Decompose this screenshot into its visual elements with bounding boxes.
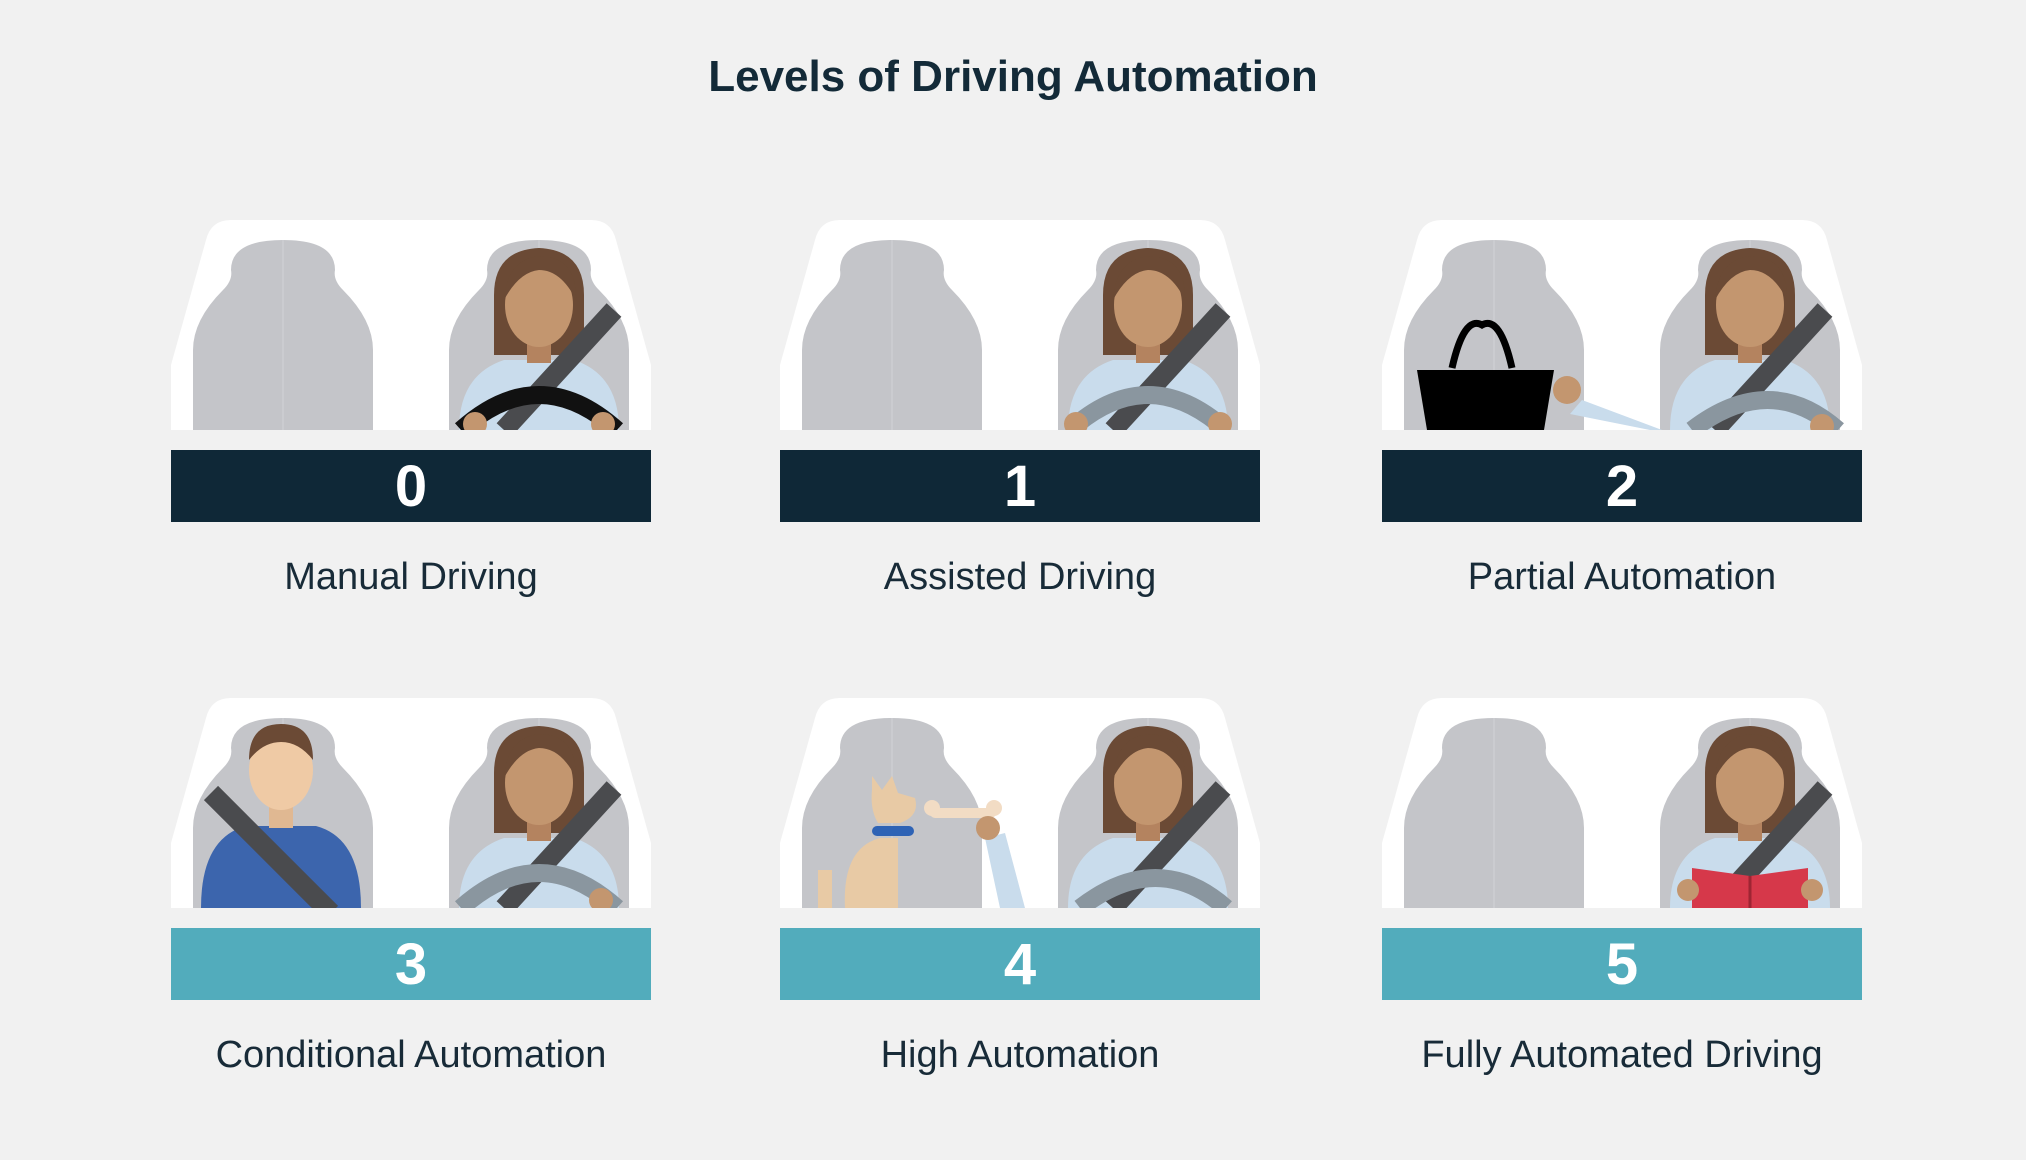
steering-wheel-icon [454,386,624,430]
level-3-panel: 3 Conditional Automation [171,698,651,1077]
level-2-number: 2 [1382,450,1862,522]
level-0-panel: 0 Manual Driving [171,220,651,599]
steering-wheel-icon [454,864,624,908]
man-passenger-icon [201,724,361,908]
level-0-number: 0 [171,450,651,522]
level-5-illustration [1382,698,1862,908]
level-0-label: Manual Driving [284,556,538,598]
level-2-panel: 2 Partial Automation [1382,220,1862,599]
level-4-illustration [780,698,1260,908]
level-1-illustration [780,220,1260,430]
bone-icon [924,800,1002,818]
feeding-arm-icon [976,816,1025,908]
level-1-panel: 1 Assisted Driving [780,220,1260,599]
level-3-illustration [171,698,651,908]
level-4-label: High Automation [880,1034,1160,1076]
level-3-label: Conditional Automation [215,1034,607,1076]
level-1-label: Assisted Driving [883,556,1157,598]
reaching-arm-icon [1553,376,1662,430]
level-1-number: 1 [780,450,1260,522]
level-5-label: Fully Automated Driving [1421,1034,1823,1076]
level-2-illustration [1382,220,1862,430]
level-5-panel: 5 Fully Automated Driving [1382,698,1862,1077]
level-3-number: 3 [171,928,651,1000]
level-5-number: 5 [1382,928,1862,1000]
level-0-illustration [171,220,651,430]
steering-wheel-icon [1063,386,1233,430]
steering-wheel-icon [1074,869,1232,908]
book-icon [1677,868,1823,908]
level-4-panel: 4 High Automation [780,698,1260,1077]
level-4-number: 4 [780,928,1260,1000]
steering-wheel-icon [1686,391,1844,430]
dog-icon [818,776,916,908]
level-2-label: Partial Automation [1467,556,1777,598]
page-title: Levels of Driving Automation [708,52,1318,101]
handbag-icon [1417,320,1554,430]
